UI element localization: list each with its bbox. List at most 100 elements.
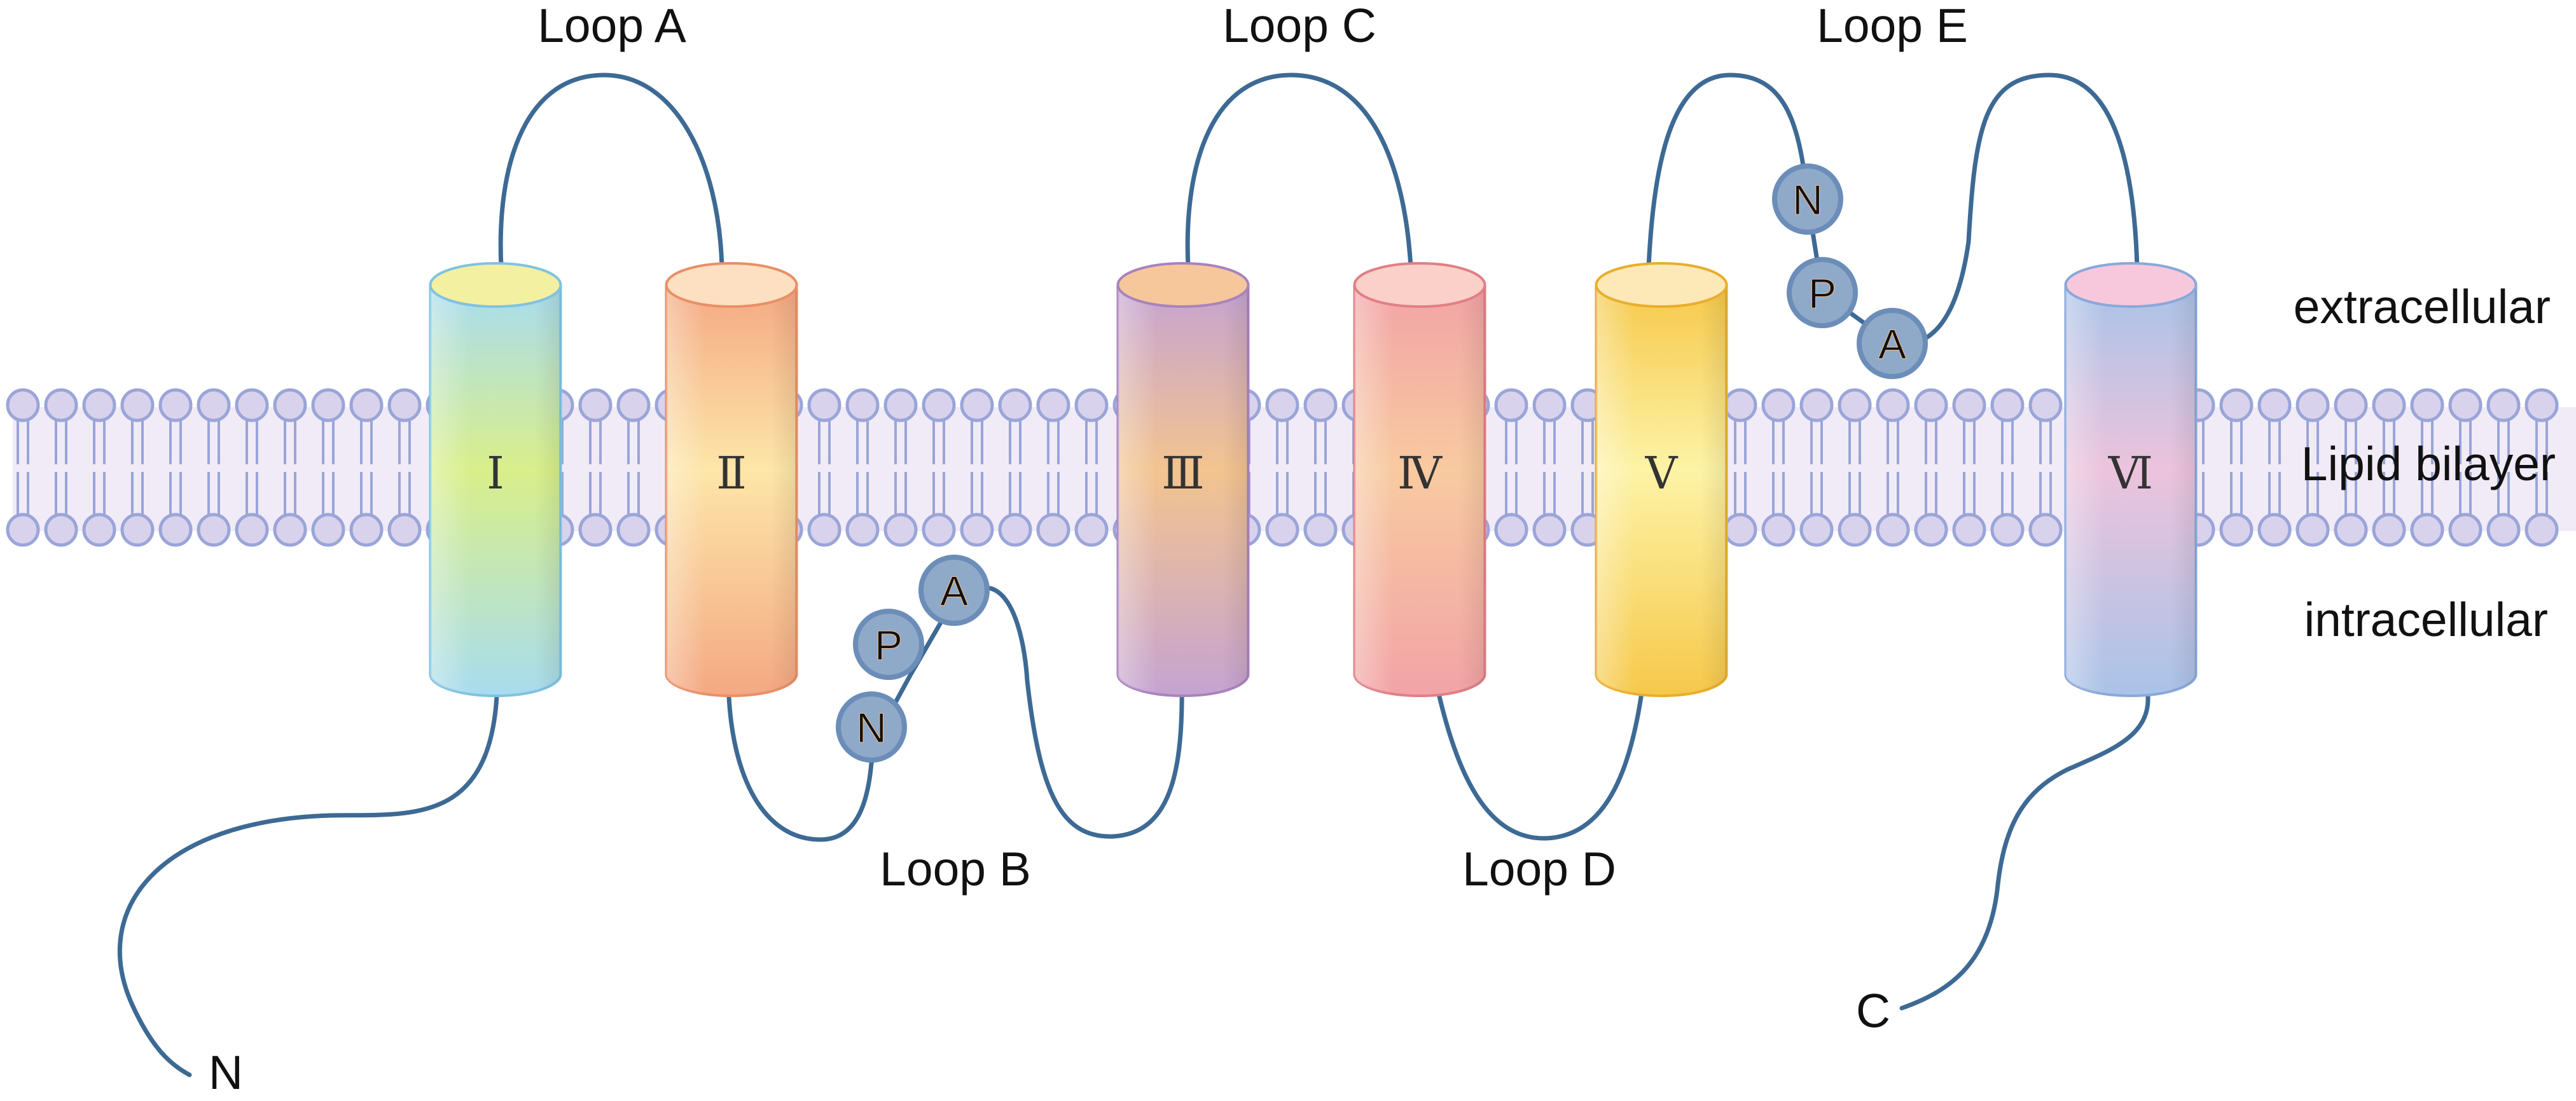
residue-p: P xyxy=(1787,257,1858,328)
residue-n: N xyxy=(836,691,907,763)
lipid-head xyxy=(2372,513,2406,547)
lipid-head xyxy=(1990,513,2025,547)
svg-text:A: A xyxy=(940,567,968,614)
lipid-head xyxy=(1990,388,2025,422)
residue-a: A xyxy=(1857,308,1928,379)
lipid-head xyxy=(2524,513,2559,547)
loop-d xyxy=(1432,672,1647,841)
lipid-head xyxy=(349,388,384,422)
lipid-head xyxy=(2486,388,2521,422)
lipid-head xyxy=(1265,388,1299,422)
lipid-head xyxy=(311,513,345,547)
lipid-head xyxy=(845,513,880,547)
lipid-head xyxy=(2410,388,2444,422)
lipid-head xyxy=(1303,388,1338,422)
lipid-head xyxy=(2257,388,2292,422)
lipid-head xyxy=(1036,388,1070,422)
c-terminal-tail xyxy=(1899,672,2150,1011)
lipid-head xyxy=(616,388,651,422)
lipid-head xyxy=(960,513,994,547)
lipid-head xyxy=(197,513,231,547)
lipid-head xyxy=(2410,513,2444,547)
npa-motif: NPA xyxy=(836,555,990,763)
polypeptide-chain xyxy=(117,73,2150,1077)
helix-numeral: Ⅵ xyxy=(2108,447,2153,499)
residue-n: N xyxy=(1772,163,1843,235)
lipid-head xyxy=(807,513,841,547)
lipid-head xyxy=(1914,513,1948,547)
svg-text:P: P xyxy=(875,621,903,668)
lipid-head xyxy=(2219,513,2254,547)
lipid-head xyxy=(235,513,269,547)
residue-p: P xyxy=(853,609,924,680)
lipid-head xyxy=(1761,388,1796,422)
loop-e xyxy=(1646,73,2140,347)
helix-numeral: Ⅴ xyxy=(1645,447,1679,499)
lipid-head xyxy=(807,388,841,422)
lipid-head xyxy=(845,388,880,422)
lipid-head xyxy=(1074,513,1109,547)
extracellular-label: extracellular xyxy=(2294,280,2551,333)
helix-numeral: Ⅲ xyxy=(1161,447,1205,499)
helix-1: Ⅰ xyxy=(429,262,562,697)
lipid-head xyxy=(6,388,40,422)
lipid-head xyxy=(2372,388,2406,422)
svg-text:N: N xyxy=(856,704,887,751)
loop-a xyxy=(498,73,724,270)
svg-text:P: P xyxy=(1808,270,1836,317)
svg-text:N: N xyxy=(1792,176,1823,223)
lipid-head xyxy=(1838,513,1872,547)
lipid-head xyxy=(1799,388,1834,422)
lipid-head xyxy=(2524,388,2559,422)
loop-c xyxy=(1185,73,1413,270)
lipid-head xyxy=(2448,388,2483,422)
lipid-head xyxy=(1036,513,1070,547)
lipid-head xyxy=(1914,388,1948,422)
lipid-head xyxy=(1876,513,1910,547)
lipid-head xyxy=(1876,388,1910,422)
lipid-head xyxy=(2219,388,2254,422)
loop-e-label: Loop E xyxy=(1817,0,1968,52)
lipid-head xyxy=(2448,513,2483,547)
lipid-head xyxy=(1494,388,1528,422)
intracellular-label: intracellular xyxy=(2304,593,2549,646)
helix-6: Ⅵ xyxy=(2064,262,2198,697)
lipid-head xyxy=(2028,513,2063,547)
lipid-head xyxy=(883,513,918,547)
lipid-head xyxy=(578,513,613,547)
svg-text:A: A xyxy=(1878,321,1906,368)
lipid-head xyxy=(235,388,269,422)
lipid-head xyxy=(197,388,231,422)
lipid-head xyxy=(2296,513,2330,547)
lipid-head xyxy=(1799,513,1834,547)
helix-2: Ⅱ xyxy=(665,262,798,697)
lipid-head xyxy=(960,388,994,422)
helix-numeral: Ⅳ xyxy=(1397,447,1443,499)
lipid-head xyxy=(82,388,116,422)
npa-motif: NPA xyxy=(1772,163,1928,379)
lipid-head xyxy=(387,513,422,547)
lipid-head xyxy=(2257,513,2292,547)
lipid-head xyxy=(1303,513,1338,547)
c-terminus-label: C xyxy=(1856,984,1890,1037)
loop-d-label: Loop D xyxy=(1462,842,1616,896)
lipid-head xyxy=(2334,513,2368,547)
lipid-head xyxy=(158,388,193,422)
lipid-head xyxy=(1532,513,1567,547)
lipid-bilayer-label: Lipid bilayer xyxy=(2301,437,2556,490)
lipid-head xyxy=(120,388,155,422)
lipid-head xyxy=(2486,513,2521,547)
lipid-head xyxy=(1494,513,1528,547)
lipid-head xyxy=(120,513,155,547)
lipid-head xyxy=(82,513,116,547)
lipid-head xyxy=(2028,388,2063,422)
lipid-head xyxy=(616,513,651,547)
lipid-head xyxy=(273,388,307,422)
lipid-head xyxy=(311,388,345,422)
lipid-head xyxy=(44,388,78,422)
loop-b-label: Loop B xyxy=(880,842,1031,896)
loop-a-label: Loop A xyxy=(537,0,686,52)
